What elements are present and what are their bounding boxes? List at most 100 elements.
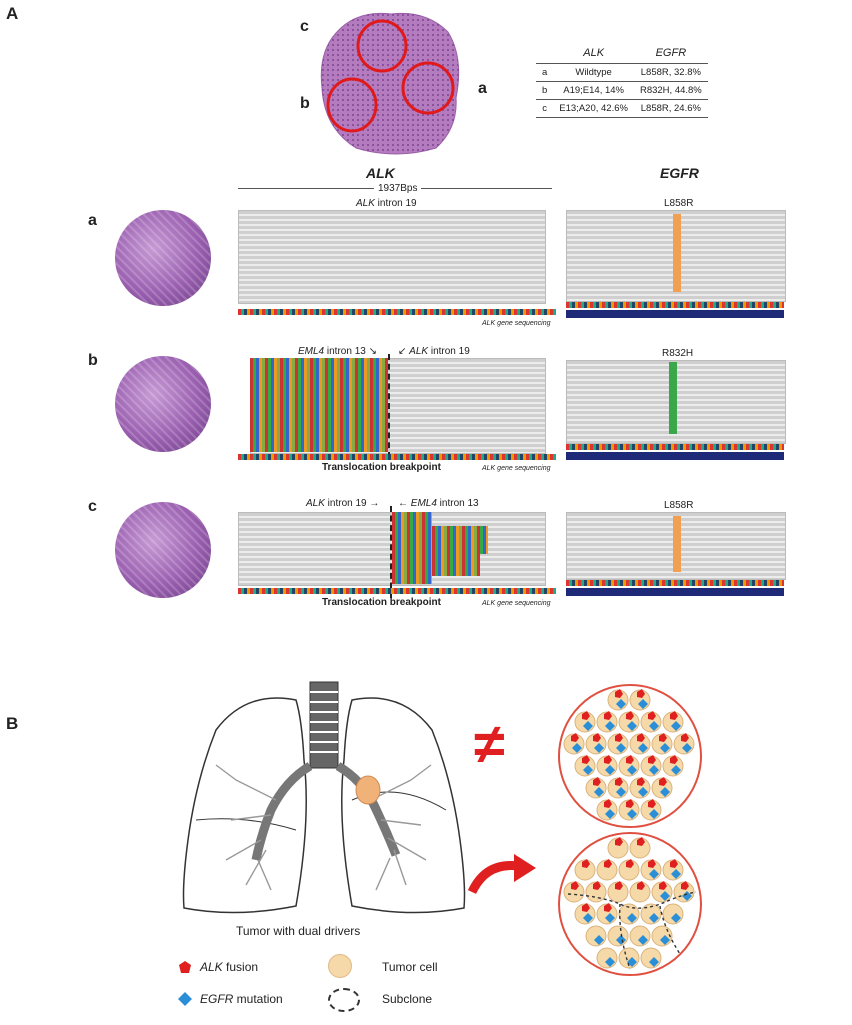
alk-seq-caption-a: ALK gene sequencing xyxy=(482,320,551,327)
egfr-mutation-marker xyxy=(572,743,582,753)
alk-track-title-a: ALK intron 19 xyxy=(356,198,417,209)
alk-fusion-marker xyxy=(615,777,623,786)
eml4-fusion-reads-c-2 xyxy=(432,526,488,554)
curved-arrow-icon xyxy=(466,852,538,903)
egfr-mutation-marker xyxy=(649,869,659,879)
tumor-cell xyxy=(629,881,651,903)
egfr-mutation-marker xyxy=(594,787,604,797)
legend-egfr-label: EGFR mutation xyxy=(200,992,283,1006)
alk-fusion-marker xyxy=(648,755,656,764)
alk-fusion-marker xyxy=(637,733,645,742)
egfr-mutation-marker xyxy=(671,721,681,731)
table-header: EGFR xyxy=(655,47,687,59)
he-slide-image xyxy=(320,12,460,155)
alk-fusion-marker xyxy=(637,689,645,698)
tumor-cell xyxy=(585,881,607,903)
alk-reads-a xyxy=(238,210,546,304)
alk-fusion-marker xyxy=(615,689,623,698)
egfr-mutation-marker xyxy=(660,891,670,901)
legend-alk-icon xyxy=(178,960,192,979)
tissue-image-c xyxy=(115,502,211,598)
alk-fusion-marker xyxy=(604,755,612,764)
alk-fusion-marker xyxy=(626,799,634,808)
alk-sequence-bar-c xyxy=(238,588,556,594)
tumor-cell xyxy=(651,925,673,947)
alk-fusion-marker xyxy=(582,903,590,912)
lung-drawing xyxy=(182,681,466,914)
egfr-mutation-marker xyxy=(649,957,659,967)
egfr-mutation-marker xyxy=(660,743,670,753)
breakpoint-line-c xyxy=(390,506,392,598)
tumor-cell xyxy=(629,837,651,859)
dual-driver-circle xyxy=(558,684,702,828)
egfr-mutation-marker xyxy=(605,765,615,775)
row-label-b: b xyxy=(88,352,98,369)
egfr-mutation-marker xyxy=(583,913,593,923)
alk-fusion-marker xyxy=(637,837,645,846)
egfr-mutation-marker xyxy=(627,957,637,967)
table-cell: a xyxy=(536,63,554,82)
egfr-mutation-marker xyxy=(616,787,626,797)
alk-fusion-marker xyxy=(582,711,590,720)
eml4-fusion-reads-b xyxy=(250,358,388,452)
alk-fusion-marker xyxy=(659,733,667,742)
alk-fusion-marker xyxy=(637,881,645,890)
alk-sequence-bar-b xyxy=(238,454,556,460)
alk-fusion-marker xyxy=(604,711,612,720)
alk-fusion-marker xyxy=(604,799,612,808)
egfr-gene-track-b xyxy=(566,452,784,460)
alk-fusion-marker xyxy=(571,881,579,890)
egfr-mutation-marker xyxy=(649,913,659,923)
tissue-image-b xyxy=(115,356,211,452)
region-label-b: b xyxy=(300,95,310,112)
breakpoint-left-label-c: ALK intron 19 → xyxy=(306,498,380,509)
tumor-cell xyxy=(607,925,629,947)
table-row: a Wildtype L858R, 32.8% xyxy=(536,63,708,82)
not-equal-icon: ≠ xyxy=(474,712,505,775)
legend-subclone-icon xyxy=(328,988,360,1012)
egfr-mutation-marker xyxy=(649,721,659,731)
region-a-circle xyxy=(401,61,455,115)
alk-fusion-marker xyxy=(626,859,634,868)
alk-fusion-marker xyxy=(604,859,612,868)
region-c-circle xyxy=(356,19,408,73)
egfr-mutation-marker xyxy=(627,765,637,775)
lung-caption: Tumor with dual drivers xyxy=(236,924,361,938)
region-b-circle xyxy=(326,77,378,133)
egfr-mutation-marker xyxy=(671,765,681,775)
lung-illustration xyxy=(176,670,472,922)
alk-fusion-marker xyxy=(626,755,634,764)
alk-fusion-marker xyxy=(582,755,590,764)
alk-fusion-marker xyxy=(637,777,645,786)
egfr-mutation-label-a: L858R xyxy=(664,198,694,209)
tumor-cell xyxy=(618,859,640,881)
table-cell: L858R, 32.8% xyxy=(633,63,708,82)
row-label-c: c xyxy=(88,498,97,515)
breakpoint-right-label-b: ↙ ALK intron 19 xyxy=(398,346,470,357)
table-cell: E13;A20, 42.6% xyxy=(553,99,634,118)
egfr-mutation-marker xyxy=(583,765,593,775)
alk-fusion-marker xyxy=(648,859,656,868)
tissue-image-a xyxy=(115,210,211,306)
eml4-fusion-reads-c-1 xyxy=(392,512,432,584)
bp-length-label: 1937Bps xyxy=(374,183,422,194)
table-header xyxy=(536,44,553,64)
alk-fusion-marker xyxy=(648,711,656,720)
table-cell: L858R, 24.6% xyxy=(633,99,708,118)
egfr-mutation-marker xyxy=(605,721,615,731)
tumor-cell xyxy=(607,837,629,859)
egfr-mutation-marker xyxy=(605,957,615,967)
egfr-mutation-marker xyxy=(638,743,648,753)
egfr-mutation-marker xyxy=(583,721,593,731)
alk-fusion-marker xyxy=(670,859,678,868)
row-label-a: a xyxy=(88,212,97,229)
egfr-variant-column-b xyxy=(669,362,677,434)
tumor-cell xyxy=(607,881,629,903)
tumor-cell xyxy=(662,903,684,925)
subclone-cells xyxy=(563,837,697,970)
tumor-mass xyxy=(355,775,381,805)
alk-fusion-marker xyxy=(604,903,612,912)
egfr-variant-column-a xyxy=(673,214,681,292)
egfr-sequence-bar-c xyxy=(566,580,784,586)
breakpoint-left-label-b: EML4 intron 13 ↘ xyxy=(298,346,377,357)
